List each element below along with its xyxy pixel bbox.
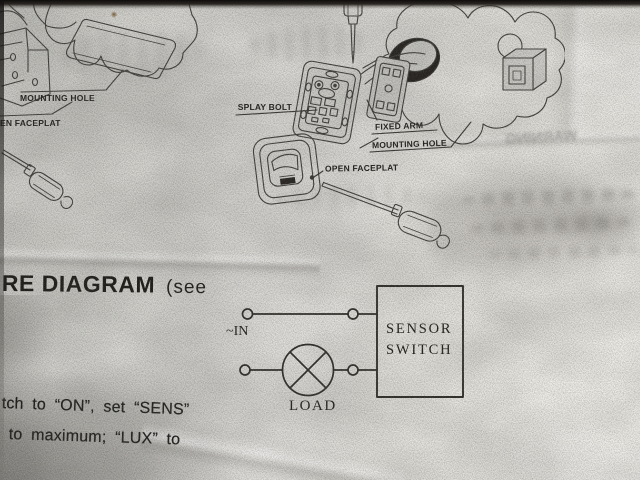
leader-mounting-hole-left [21, 70, 123, 92]
switch-box-partial [0, 0, 76, 106]
label-mounting-hole-left: MOUNTING HOLE [20, 93, 95, 103]
label-faceplate-left: EN FACEPLAT [0, 118, 61, 128]
heading-title-partial: RE DIAGRAM [1, 270, 156, 298]
screwdriver-diagonal [322, 183, 449, 249]
label-open-faceplate: OPEN FACEPLAT [324, 162, 399, 174]
wall-box-cube [503, 49, 546, 90]
label-ac-in: ~IN [226, 324, 249, 339]
section-heading: RE DIAGRAM (see [1, 270, 208, 299]
heading-paren: (see [165, 276, 208, 299]
label-load: LOAD [289, 398, 337, 414]
label-sensor: SENSOR [386, 321, 453, 337]
wall-fragment [45, 0, 197, 79]
illustration-screwdriver-left [0, 145, 80, 223]
illustration-wall-box-left [0, 0, 212, 136]
leader-faceplate-left [0, 102, 72, 116]
screwdriver-top [344, 0, 362, 63]
label-splay-bolt: SPLAY BOLT [237, 102, 292, 112]
label-switch: SWITCH [386, 342, 453, 358]
faceplate [252, 132, 322, 205]
label-fixed-arm: FIXED ARM [374, 120, 424, 132]
switch-plate [292, 60, 362, 145]
